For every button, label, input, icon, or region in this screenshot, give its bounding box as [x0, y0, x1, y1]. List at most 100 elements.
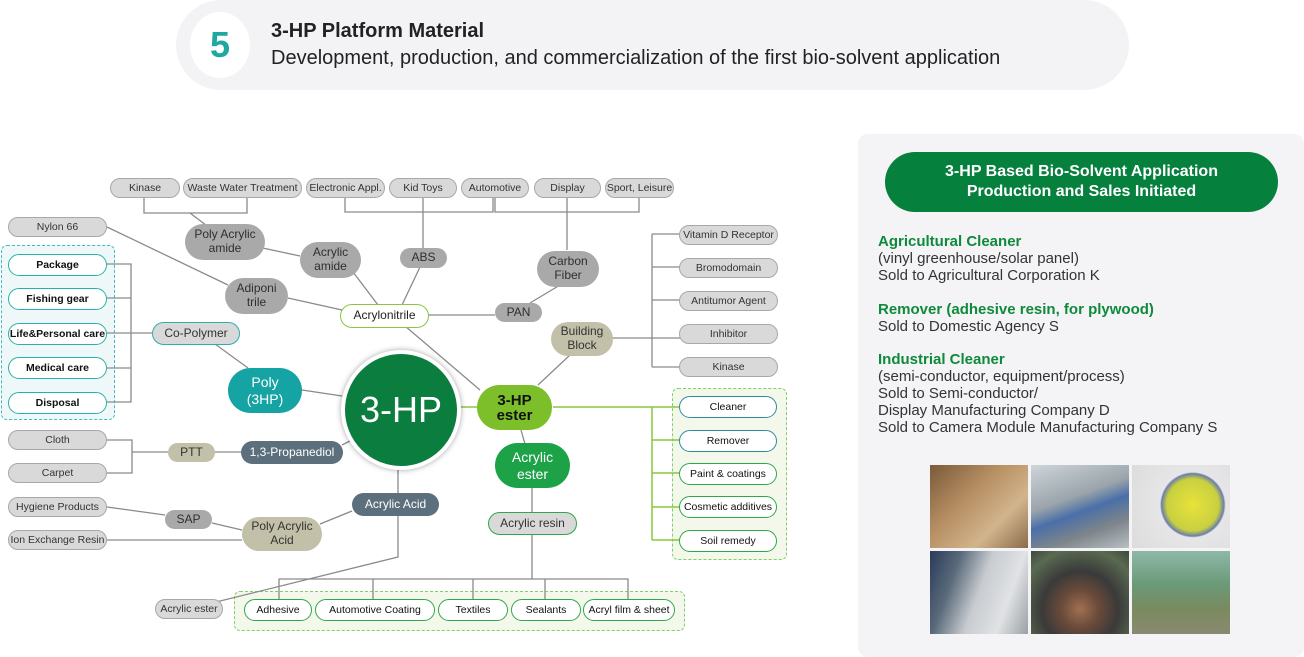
node-label: Acid	[270, 533, 294, 547]
node-label: Adiponi	[236, 281, 277, 296]
leaf-sport-leisure: Sport, Leisure	[605, 178, 674, 198]
leaf-fishing-gear: Fishing gear	[8, 288, 107, 310]
node-abs: ABS	[400, 248, 447, 268]
connector	[529, 284, 561, 304]
node-label: Carbon	[548, 254, 588, 269]
node-label: amide	[314, 259, 347, 273]
node-poly-3hp: Poly (3HP)	[228, 368, 302, 413]
node-label: Poly Acrylic	[194, 227, 256, 242]
node-carbon-fiber: Carbon Fiber	[537, 251, 599, 287]
application-panel: 3-HP Based Bio-Solvent Application Produ…	[858, 134, 1304, 657]
node-poly-acrylic-amide: Poly Acrylic amide	[185, 224, 265, 260]
section-title: 3-HP Platform Material	[271, 20, 485, 42]
panel-banner: 3-HP Based Bio-Solvent Application Produ…	[885, 152, 1278, 212]
leaf-life-personal-care: Life&Personal care	[8, 323, 107, 345]
node-adiponitrile: Adiponi trile	[225, 278, 288, 314]
node-acrylic-amide: Acrylic amide	[300, 242, 361, 278]
leaf-electronic: Electronic Appl.	[306, 178, 385, 198]
node-sap: SAP	[165, 510, 212, 529]
leaf-medical-care: Medical care	[8, 357, 107, 379]
connector	[287, 297, 343, 311]
leaf-package: Package	[8, 254, 107, 276]
tank-spraying-photo	[930, 551, 1028, 634]
node-label: amide	[208, 241, 242, 255]
leaf-cleaner: Cleaner	[679, 396, 777, 418]
node-acrylic-acid: Acrylic Acid	[352, 493, 439, 516]
leaf-kinase-bb: Kinase	[679, 357, 778, 377]
node-copolymer: Co-Polymer	[152, 322, 240, 345]
connector	[652, 439, 680, 541]
leaf-waste-water: Waste Water Treatment	[183, 178, 302, 198]
leaf-nylon-66: Nylon 66	[8, 217, 107, 237]
leaf-cloth: Cloth	[8, 430, 107, 450]
gear-cleaning-photo	[1031, 465, 1129, 548]
section-subtitle: Development, production, and commerciali…	[271, 47, 1001, 69]
connector	[319, 510, 353, 525]
center-node-3hp: 3-HP	[341, 350, 461, 470]
leaf-inhibitor: Inhibitor	[679, 324, 778, 344]
node-label: Poly	[251, 374, 279, 391]
connector	[404, 325, 481, 391]
node-label: Building	[560, 324, 604, 339]
brake-disc-cleaning-photo	[1031, 551, 1129, 634]
section-title: Remover (adhesive resin, for plywood)	[878, 301, 1154, 318]
connector	[106, 226, 229, 286]
wafer-cleaning-photo	[1132, 465, 1230, 548]
connector	[214, 343, 249, 369]
section-remover: Remover (adhesive resin, for plywood) So…	[878, 301, 1154, 335]
node-label: Acrylic	[312, 245, 349, 260]
node-acrylic-ester: Acrylic ester	[495, 443, 570, 488]
greenhouse-photo	[1132, 551, 1230, 634]
connector	[349, 267, 379, 306]
connector	[537, 354, 571, 386]
leaf-automotive: Automotive	[461, 178, 529, 198]
node-building-block: Building Block	[551, 322, 613, 356]
section-line: Display Manufacturing Company D	[878, 402, 1110, 419]
node-propanediol: 1,3-Propanediol	[241, 441, 343, 464]
connector	[344, 197, 494, 213]
section-title: Agricultural Cleaner	[878, 233, 1022, 250]
leaf-ion-exchange-resin: Ion Exchange Resin	[8, 530, 107, 550]
connector	[257, 246, 301, 257]
leaf-soil-remedy: Soil remedy	[679, 530, 777, 552]
leaf-kinase-top: Kinase	[110, 178, 180, 198]
connector	[211, 522, 243, 531]
leaf-cosmetic-additives: Cosmetic additives	[679, 496, 777, 518]
leaf-antitumor-agent: Antitumor Agent	[679, 291, 778, 311]
connector-lines	[106, 197, 681, 604]
node-label: ester	[496, 406, 533, 424]
connector	[106, 506, 166, 516]
connector	[520, 429, 526, 445]
banner-line: Production and Sales Initiated	[966, 183, 1197, 200]
section-line: Sold to Semi-conductor/	[878, 385, 1039, 402]
node-label: Poly Acrylic	[251, 519, 313, 534]
node-label: Fiber	[554, 268, 582, 282]
connector	[301, 389, 343, 397]
connector	[211, 516, 399, 604]
connector	[652, 233, 681, 368]
node-acrylic-resin: Acrylic resin	[488, 512, 577, 535]
leaf-remover: Remover	[679, 430, 777, 452]
leaf-paint-coatings: Paint & coatings	[679, 463, 777, 485]
leaf-textiles: Textiles	[438, 599, 508, 621]
leaf-disposal: Disposal	[8, 392, 107, 414]
section-industrial-cleaner: Industrial Cleaner (semi-conductor, equi…	[878, 351, 1217, 436]
leaf-acrylic-ester: Acrylic ester	[155, 599, 223, 619]
leaf-display: Display	[534, 178, 601, 198]
leaf-automotive-coating: Automotive Coating	[315, 599, 435, 621]
node-label: Acrylic	[511, 449, 554, 466]
leaf-acryl-film-sheet: Acryl film & sheet	[583, 599, 675, 621]
section-agricultural-cleaner: Agricultural Cleaner (vinyl greenhouse/s…	[878, 233, 1100, 284]
section-line: (vinyl greenhouse/solar panel)	[878, 250, 1079, 267]
connector	[143, 197, 248, 214]
node-label: trile	[246, 295, 267, 309]
node-acrylonitrile: Acrylonitrile	[340, 304, 429, 328]
section-header: 5 3-HP Platform Material Development, pr…	[176, 0, 1129, 90]
leaf-sealants: Sealants	[511, 599, 581, 621]
node-label: (3HP)	[246, 390, 284, 407]
wood-cleaning-photo	[930, 465, 1028, 548]
leaf-adhesive: Adhesive	[244, 599, 312, 621]
section-line: Sold to Domestic Agency S	[878, 318, 1059, 335]
node-label: ester	[516, 465, 549, 482]
node-pan: PAN	[495, 303, 542, 322]
